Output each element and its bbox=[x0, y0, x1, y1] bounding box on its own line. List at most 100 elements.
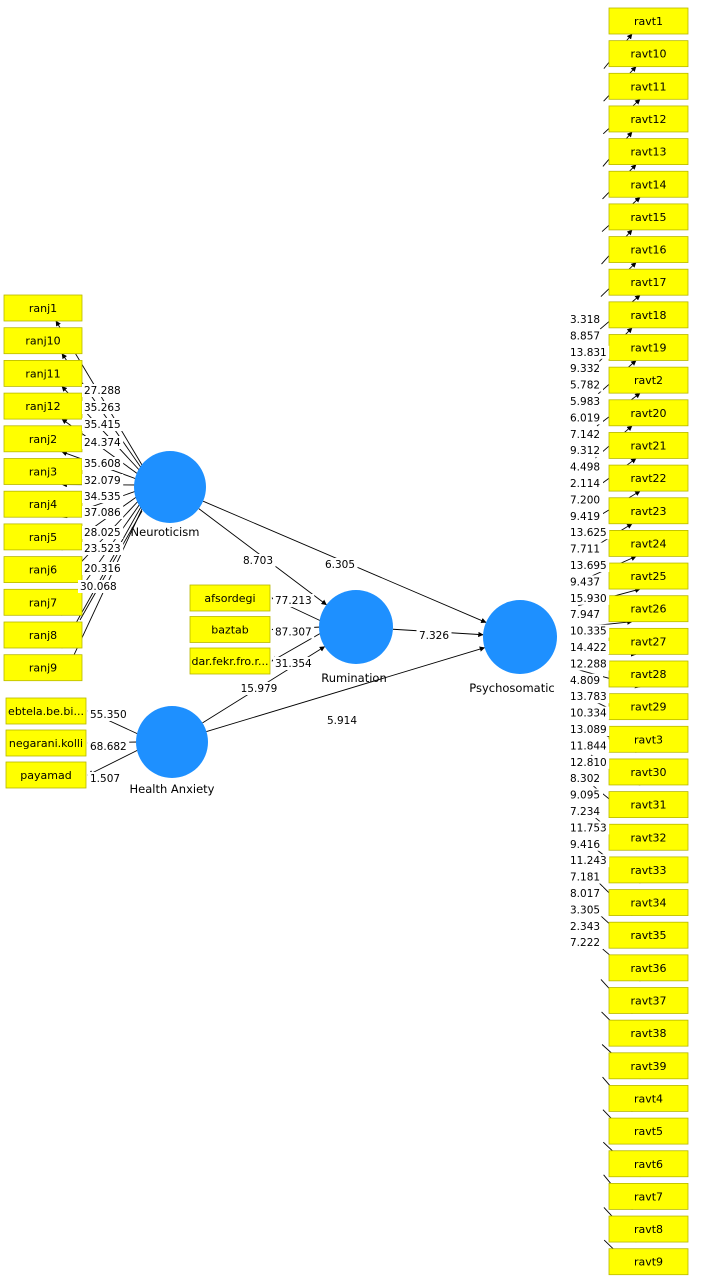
psychosomatic-weight-5: 5.983 bbox=[570, 396, 600, 408]
psychosomatic-weight-9: 4.498 bbox=[570, 462, 600, 474]
indicator-ravt24-box bbox=[608, 530, 689, 557]
indicator-ranj5[interactable]: ranj5 bbox=[3, 523, 83, 551]
indicator-ravt12[interactable]: ravt12 bbox=[608, 105, 689, 133]
indicator-ravt10-box bbox=[608, 40, 689, 68]
indicator-ranj10-label: ranj10 bbox=[25, 335, 60, 348]
psychosomatic-weight-1-bg bbox=[568, 329, 603, 343]
indicator-ravt19[interactable]: ravt19 bbox=[608, 334, 689, 361]
indicator-ranj1[interactable]: ranj1 bbox=[3, 294, 83, 322]
indicator-ravt2[interactable]: ravt2 bbox=[608, 366, 689, 394]
indicator-ravt27-label: ravt27 bbox=[630, 635, 666, 648]
indicator-ravt34[interactable]: ravt34 bbox=[608, 889, 689, 916]
indicator-ravt26[interactable]: ravt26 bbox=[608, 595, 689, 623]
construct-psychosomatic[interactable]: Psychosomatic bbox=[469, 600, 557, 695]
indicator-ravt31[interactable]: ravt31 bbox=[608, 791, 689, 818]
indicator-dar-fekr-fro-r---[interactable]: dar.fekr.fro.r... bbox=[189, 647, 271, 675]
indicator-ravt25[interactable]: ravt25 bbox=[608, 562, 689, 590]
indicator-payamad[interactable]: payamad bbox=[5, 761, 87, 789]
indicator-ravt13[interactable]: ravt13 bbox=[608, 138, 689, 166]
indicator-ravt1[interactable]: ravt1 bbox=[608, 7, 689, 35]
indicator-ranj4-box bbox=[3, 490, 83, 518]
indicator-ranj7-label: ranj7 bbox=[29, 596, 57, 609]
psychosomatic-weight-12: 9.419 bbox=[570, 511, 600, 523]
indicator-baztab[interactable]: baztab bbox=[189, 616, 271, 643]
indicator-ravt20[interactable]: ravt20 bbox=[608, 399, 689, 427]
psychosomatic-weight-38-bg bbox=[568, 936, 603, 950]
health-anxiety-weight-1: 68.682 bbox=[90, 741, 127, 753]
construct-health-anxiety[interactable]: Health Anxiety bbox=[130, 706, 215, 796]
indicator-ravt4-label: ravt4 bbox=[634, 1092, 663, 1105]
indicator-ravt14[interactable]: ravt14 bbox=[608, 170, 689, 198]
indicator-ranj3[interactable]: ranj3 bbox=[3, 458, 83, 485]
indicator-ravt23[interactable]: ravt23 bbox=[608, 497, 689, 525]
construct-rumination[interactable]: Rumination bbox=[319, 590, 393, 685]
neuroticism-weight-10-bg bbox=[82, 542, 124, 555]
path-coefficient-0: 8.703 bbox=[243, 555, 273, 567]
indicator-ravt16[interactable]: ravt16 bbox=[608, 236, 689, 263]
indicator-ravt15[interactable]: ravt15 bbox=[608, 203, 689, 231]
construct-neuroticism-circle bbox=[134, 451, 206, 523]
psychosomatic-weight-32: 9.416 bbox=[570, 839, 600, 851]
indicator-ravt32[interactable]: ravt32 bbox=[608, 823, 689, 851]
indicator-ranj6[interactable]: ranj6 bbox=[3, 556, 83, 583]
indicator-ravt18[interactable]: ravt18 bbox=[608, 301, 689, 329]
rumination-weight-1-bg bbox=[273, 625, 315, 639]
psychosomatic-weight-37: 2.343 bbox=[570, 921, 600, 933]
indicator-ranj7[interactable]: ranj7 bbox=[3, 588, 83, 616]
path-coefficient-3: 15.979 bbox=[241, 683, 278, 695]
psychosomatic-weight-27: 12.810 bbox=[570, 757, 607, 769]
indicator-ranj11[interactable]: ranj11 bbox=[3, 359, 83, 387]
indicator-ravt36[interactable]: ravt36 bbox=[608, 954, 689, 982]
indicator-afsordegi[interactable]: afsordegi bbox=[189, 584, 271, 612]
indicator-ravt4[interactable]: ravt4 bbox=[608, 1085, 689, 1112]
construct-neuroticism[interactable]: Neuroticism bbox=[131, 451, 206, 539]
construct-health-anxiety-label: Health Anxiety bbox=[130, 782, 215, 796]
indicator-ravt30[interactable]: ravt30 bbox=[608, 758, 689, 786]
psychosomatic-weight-25: 13.089 bbox=[570, 724, 607, 736]
indicator-ravt26-box bbox=[608, 595, 689, 623]
indicator-ravt33-label: ravt33 bbox=[630, 864, 666, 877]
indicator-ravt4-box bbox=[608, 1085, 689, 1112]
indicator-ranj4[interactable]: ranj4 bbox=[3, 490, 83, 518]
indicator-ravt39[interactable]: ravt39 bbox=[608, 1052, 689, 1080]
indicator-ebtela-be-bi---[interactable]: ebtela.be.bi... bbox=[5, 697, 87, 725]
psychosomatic-weight-38: 7.222 bbox=[570, 937, 600, 949]
indicator-ravt38[interactable]: ravt38 bbox=[608, 1019, 689, 1047]
indicator-ravt36-box bbox=[608, 954, 689, 982]
indicator-ravt33[interactable]: ravt33 bbox=[608, 856, 689, 884]
neuroticism-weight-extra-bg bbox=[78, 580, 120, 593]
indicator-ravt3[interactable]: ravt3 bbox=[608, 725, 689, 753]
indicator-ravt5[interactable]: ravt5 bbox=[608, 1117, 689, 1145]
indicator-ravt24[interactable]: ravt24 bbox=[608, 530, 689, 557]
indicator-ravt35-label: ravt35 bbox=[630, 929, 666, 942]
indicator-ranj12[interactable]: ranj12 bbox=[3, 392, 83, 420]
indicator-ravt35[interactable]: ravt35 bbox=[608, 921, 689, 949]
indicator-ranj8[interactable]: ranj8 bbox=[3, 621, 83, 649]
path-coefficient-4-bg bbox=[324, 714, 360, 727]
indicator-ranj2-label: ranj2 bbox=[29, 433, 57, 446]
indicator-ravt7[interactable]: ravt7 bbox=[608, 1183, 689, 1210]
indicator-ravt10[interactable]: ravt10 bbox=[608, 40, 689, 68]
indicator-ravt37[interactable]: ravt37 bbox=[608, 987, 689, 1014]
indicator-ravt29[interactable]: ravt29 bbox=[608, 693, 689, 721]
indicator-negarani-kolli[interactable]: negarani.kolli bbox=[5, 729, 87, 757]
psychosomatic-weight-8-bg bbox=[568, 444, 603, 458]
indicator-ranj10[interactable]: ranj10 bbox=[3, 327, 83, 355]
indicator-ravt9-box bbox=[608, 1248, 689, 1276]
indicator-ravt11[interactable]: ravt11 bbox=[608, 72, 689, 100]
indicator-ranj11-box bbox=[3, 359, 83, 387]
indicator-ravt9[interactable]: ravt9 bbox=[608, 1248, 689, 1276]
neuroticism-weight-2: 35.263 bbox=[84, 402, 121, 414]
indicator-ravt27[interactable]: ravt27 bbox=[608, 627, 689, 655]
indicator-ravt21[interactable]: ravt21 bbox=[608, 432, 689, 459]
indicator-ravt22[interactable]: ravt22 bbox=[608, 464, 689, 492]
indicator-ranj9[interactable]: ranj9 bbox=[3, 654, 83, 682]
indicator-ravt23-box bbox=[608, 497, 689, 525]
indicator-ravt6[interactable]: ravt6 bbox=[608, 1150, 689, 1178]
indicator-ravt17[interactable]: ravt17 bbox=[608, 268, 689, 296]
indicator-ravt36-label: ravt36 bbox=[630, 962, 666, 975]
indicator-ravt28[interactable]: ravt28 bbox=[608, 660, 689, 688]
indicator-ranj2[interactable]: ranj2 bbox=[3, 425, 83, 453]
indicator-ravt8[interactable]: ravt8 bbox=[608, 1215, 689, 1243]
psychosomatic-weight-12-bg bbox=[568, 509, 603, 523]
